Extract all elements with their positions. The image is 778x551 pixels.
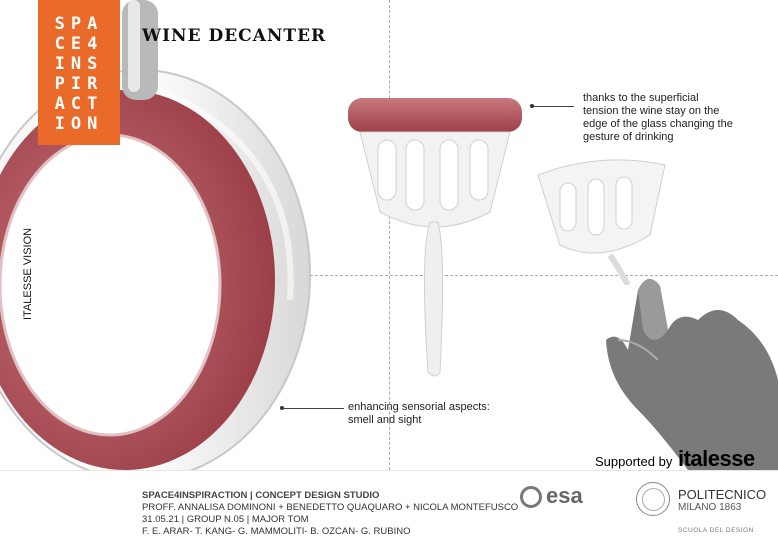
logo-line: ION bbox=[54, 114, 104, 134]
logo-line: SPA bbox=[54, 14, 104, 34]
side-label: ITALESSE VISION bbox=[22, 227, 34, 320]
annotation-surface-tension: thanks to the superficial tension the wi… bbox=[583, 92, 733, 143]
polimi-logo: POLITECNICO MILANO 1863 SCUOLA DEL DESIG… bbox=[678, 488, 766, 537]
esa-wordmark: esa bbox=[546, 483, 583, 508]
polimi-school: SCUOLA DEL DESIGN bbox=[678, 527, 754, 534]
italesse-logo: italesse bbox=[677, 446, 755, 471]
credits: SPACE4INSPIRACTION | CONCEPT DESIGN STUD… bbox=[142, 490, 518, 538]
supported-by-label: Supported by bbox=[595, 454, 673, 469]
decanter-front-illustration bbox=[348, 98, 522, 377]
page-title: WINE DECANTER bbox=[142, 26, 327, 46]
vertical-guide-line bbox=[389, 0, 390, 470]
esa-ring-icon bbox=[520, 486, 542, 509]
esa-logo: esa bbox=[520, 483, 583, 509]
space4inspiraction-logo: SPA CE4 INS PIR ACT ION bbox=[38, 0, 120, 145]
credits-professors: PROFF. ANNALISA DOMINONI + BENEDETTO QUA… bbox=[142, 502, 519, 513]
supported-by: Supported by italesse bbox=[595, 446, 755, 472]
credits-studio: SPACE4INSPIRACTION | CONCEPT DESIGN STUD… bbox=[142, 490, 380, 501]
annotation-sensorial: enhancing sensorial aspects: smell and s… bbox=[348, 401, 490, 426]
logo-line: PIR bbox=[54, 74, 104, 94]
polimi-seal-icon bbox=[636, 482, 670, 516]
polimi-name: POLITECNICO bbox=[678, 487, 767, 502]
credits-date-group: 31.05.21 | GROUP N.05 | MAJOR TOM bbox=[142, 514, 309, 525]
annotation-pointer-bottom bbox=[282, 408, 344, 409]
logo-line: CE4 bbox=[54, 34, 104, 54]
annotation-dot-top bbox=[530, 104, 534, 108]
annotation-pointer-top bbox=[532, 106, 574, 107]
logo-line: INS bbox=[54, 54, 104, 74]
decanter-ring-illustration bbox=[0, 0, 311, 480]
credits-students: F. E. ARAR- T. KANG- G. MAMMOLITI- B. OZ… bbox=[142, 526, 411, 537]
hand-illustration bbox=[606, 278, 778, 470]
decanter-angled-illustration bbox=[537, 159, 666, 285]
logo-line: ACT bbox=[54, 94, 104, 114]
annotation-dot-bottom bbox=[280, 406, 284, 410]
polimi-city: MILANO 1863 bbox=[678, 502, 742, 513]
